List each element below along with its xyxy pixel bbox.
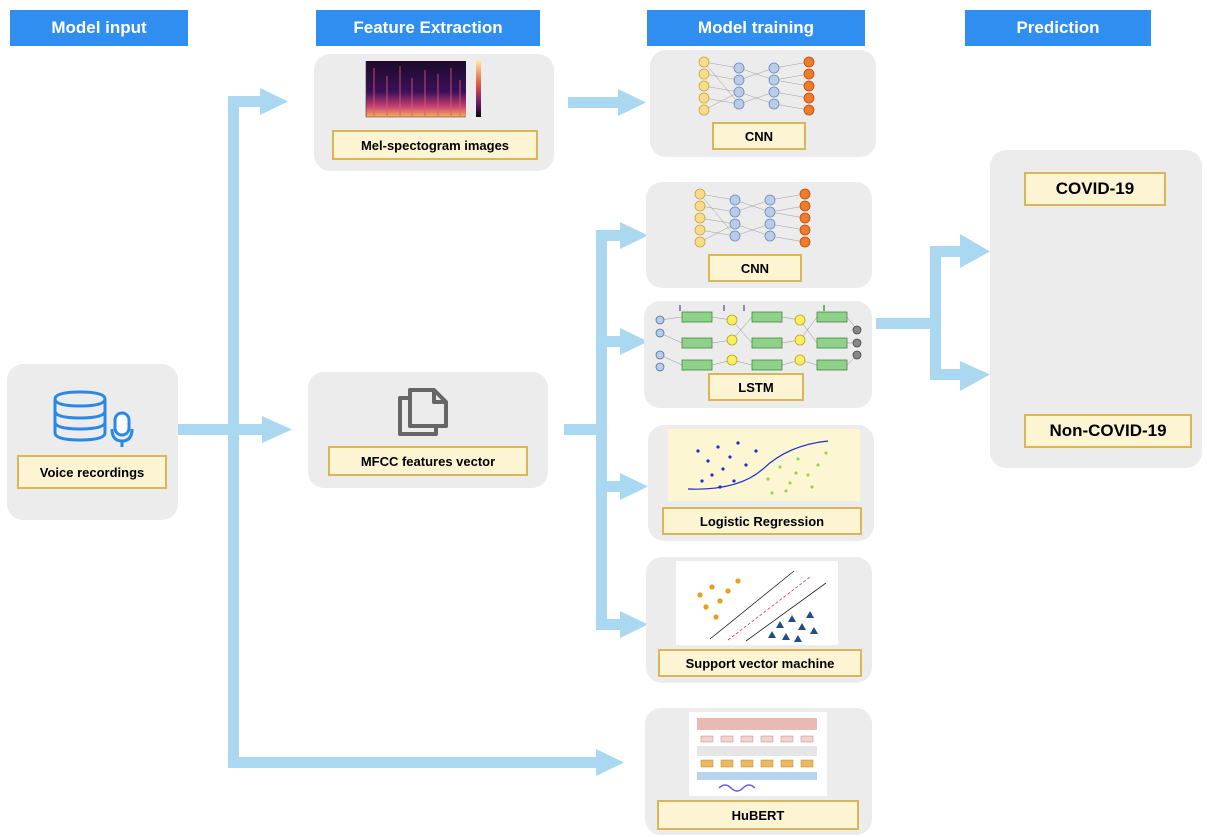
hubert-architecture-image [689, 712, 827, 796]
lstm-label: LSTM [708, 373, 804, 401]
svm-image [676, 561, 838, 645]
header-feature-extraction: Feature Extraction [316, 10, 540, 46]
mel-spectrogram-label: Mel-spectogram images [332, 130, 538, 160]
lstm-network-image [652, 305, 864, 375]
logistic-regression-box: Logistic Regression [648, 425, 874, 541]
logistic-regression-image [668, 429, 860, 501]
logistic-regression-label: Logistic Regression [662, 507, 862, 535]
voice-input-box: Voice recordings [7, 364, 178, 520]
header-model-input: Model input [10, 10, 188, 46]
hubert-label: HuBERT [657, 800, 859, 830]
mfcc-box: MFCC features vector [308, 372, 548, 488]
covid-label: COVID-19 [1024, 172, 1166, 206]
cnn-label: CNN [708, 254, 802, 282]
mfcc-label: MFCC features vector [328, 446, 528, 476]
spectrogram-image [354, 58, 499, 128]
copy-documents-icon [390, 386, 454, 436]
database-microphone-icon [52, 389, 142, 449]
hubert-box: HuBERT [645, 708, 872, 835]
non-covid-label: Non-COVID-19 [1024, 414, 1192, 448]
cnn-network-image-2 [680, 186, 830, 248]
prediction-box: COVID-19 Non-COVID-19 [990, 150, 1202, 468]
cnn-top-label: CNN [712, 122, 806, 150]
cnn-network-image [684, 54, 834, 116]
cnn-box: CNN [646, 182, 872, 288]
mel-spectrogram-box: Mel-spectogram images [314, 54, 554, 171]
voice-recordings-label: Voice recordings [17, 455, 167, 489]
svm-box: Support vector machine [646, 557, 872, 683]
cnn-top-box: CNN [650, 50, 876, 157]
header-model-training: Model training [647, 10, 865, 46]
svm-label: Support vector machine [658, 649, 862, 677]
lstm-box: LSTM [644, 301, 872, 408]
header-prediction: Prediction [965, 10, 1151, 46]
